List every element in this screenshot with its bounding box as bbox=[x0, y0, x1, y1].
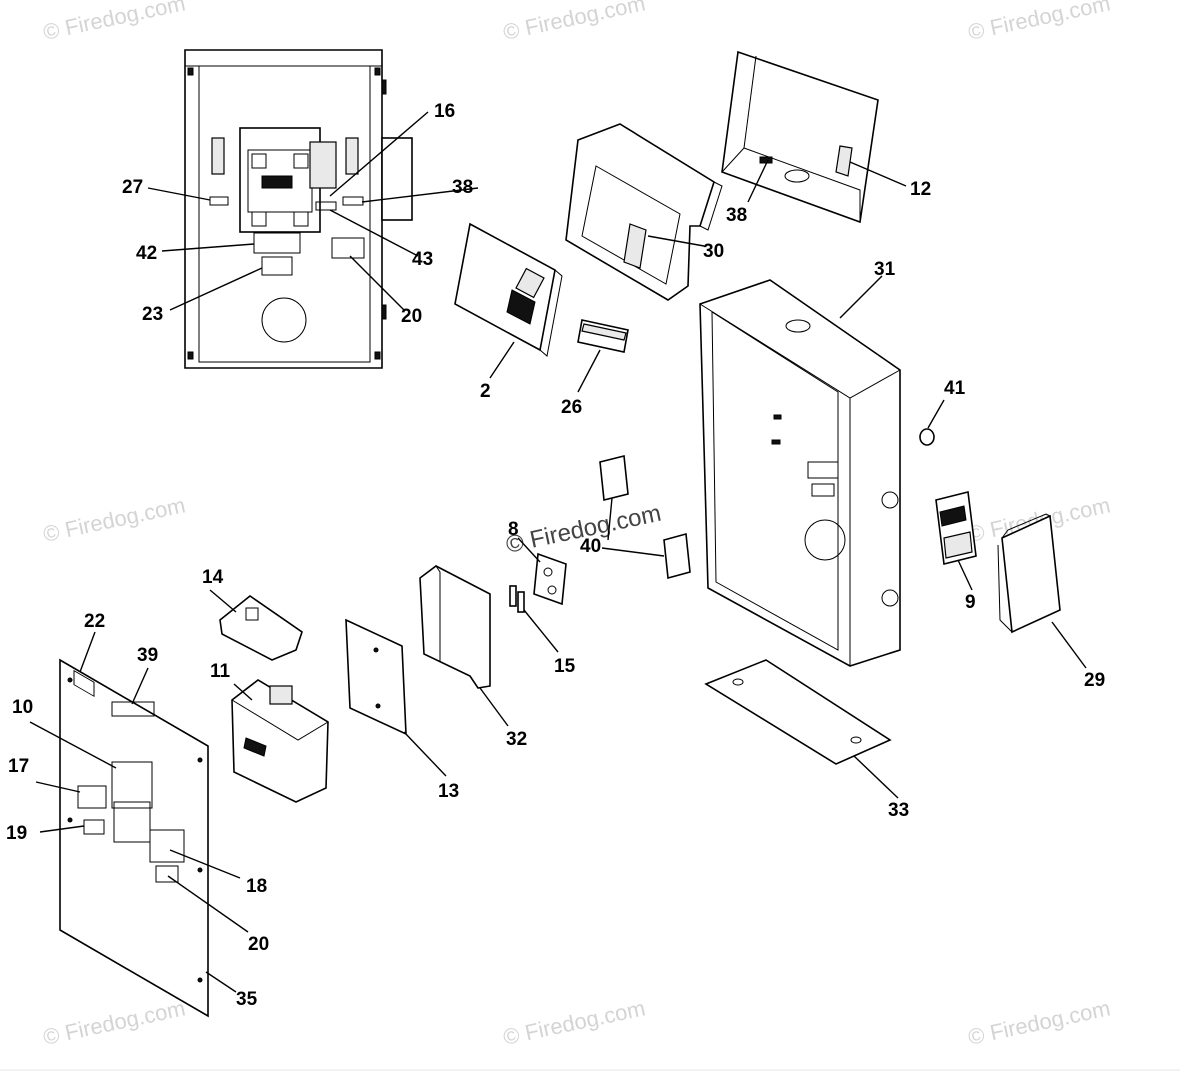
part-26-terminal-block bbox=[577, 319, 629, 353]
callout-14: 14 bbox=[202, 567, 224, 588]
part-12-hood bbox=[721, 50, 879, 224]
callout-39: 39 bbox=[137, 645, 158, 666]
callout-42: 42 bbox=[136, 243, 157, 264]
part-15-fuses bbox=[509, 585, 525, 613]
callout-10: 10 bbox=[12, 697, 33, 718]
callout-2: 2 bbox=[480, 381, 491, 402]
callout-20-door: 20 bbox=[248, 934, 269, 955]
part-30-cover bbox=[565, 123, 723, 301]
callout-31: 31 bbox=[874, 259, 896, 280]
part-35-door-panel bbox=[59, 658, 209, 1018]
watermark-top-right: © Firedog.com bbox=[966, 0, 1113, 45]
watermark-top-left: © Firedog.com bbox=[41, 0, 188, 45]
callout-32: 32 bbox=[506, 729, 527, 750]
watermark-mid-left: © Firedog.com bbox=[41, 492, 188, 547]
watermark-bottom-center: © Firedog.com bbox=[501, 995, 648, 1050]
callout-9: 9 bbox=[965, 592, 976, 613]
callout-22: 22 bbox=[84, 611, 105, 632]
leader-lines bbox=[29, 111, 1087, 993]
callout-8: 8 bbox=[508, 519, 519, 540]
callout-19: 19 bbox=[6, 823, 27, 844]
callout-26: 26 bbox=[561, 397, 582, 418]
callout-17: 17 bbox=[8, 756, 29, 777]
part-32-bracket bbox=[419, 565, 491, 689]
part-31-enclosure bbox=[699, 279, 901, 667]
callout-29: 29 bbox=[1084, 670, 1105, 691]
part-40-brackets bbox=[599, 455, 691, 580]
part-8-fuse-holder bbox=[533, 552, 567, 606]
part-14-breaker bbox=[219, 595, 303, 661]
callout-27: 27 bbox=[122, 177, 143, 198]
callout-33: 33 bbox=[888, 800, 909, 821]
callout-35: 35 bbox=[236, 989, 258, 1010]
callout-18: 18 bbox=[246, 876, 267, 897]
callout-12: 12 bbox=[910, 179, 931, 200]
part-13-plate bbox=[345, 618, 407, 736]
part-29-box bbox=[997, 513, 1061, 634]
callout-labels: 27 16 38 42 43 23 20 2 26 30 38 12 31 41… bbox=[6, 101, 1105, 1010]
callout-43: 43 bbox=[412, 249, 433, 270]
watermark-bottom-left: © Firedog.com bbox=[41, 995, 188, 1050]
callout-38-top: 38 bbox=[452, 177, 473, 198]
part-11-contactor bbox=[231, 679, 329, 803]
callout-40: 40 bbox=[580, 536, 601, 557]
callout-23: 23 bbox=[142, 304, 163, 325]
callout-20-top: 20 bbox=[401, 306, 422, 327]
callout-38-hood: 38 bbox=[726, 205, 747, 226]
callout-13: 13 bbox=[438, 781, 459, 802]
part-33-bottom-plate bbox=[704, 659, 892, 765]
part-9-relay bbox=[935, 491, 977, 565]
callout-11: 11 bbox=[210, 661, 231, 682]
assembled-enclosure bbox=[184, 49, 413, 369]
part-41-grommet bbox=[919, 428, 935, 446]
watermark-top-center: © Firedog.com bbox=[501, 0, 648, 45]
part-2-control-board bbox=[454, 222, 563, 357]
callout-15: 15 bbox=[554, 656, 576, 677]
watermark-bottom-right: © Firedog.com bbox=[966, 995, 1113, 1050]
callout-16: 16 bbox=[434, 101, 455, 122]
callout-30: 30 bbox=[703, 241, 724, 262]
callout-41: 41 bbox=[944, 378, 966, 399]
